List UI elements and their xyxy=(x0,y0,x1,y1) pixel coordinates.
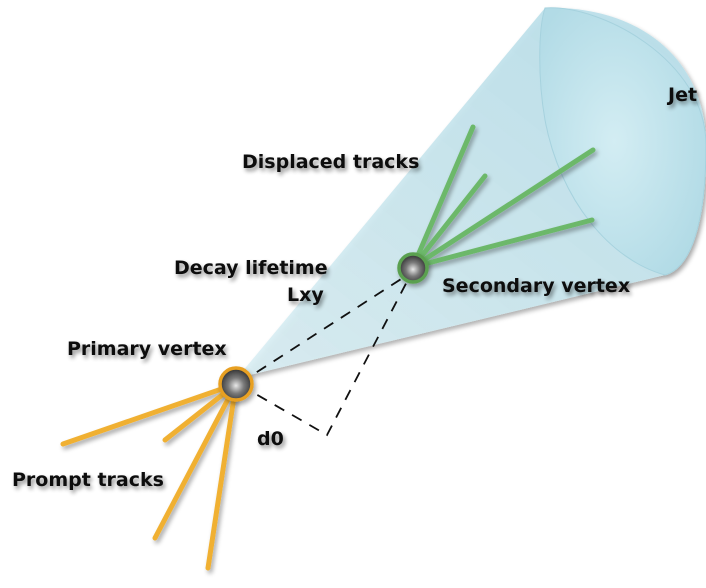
displaced-track xyxy=(410,173,488,270)
d0-label: d0 xyxy=(257,428,284,450)
prompt-tracks-label: Prompt tracks xyxy=(12,469,164,491)
displaced-tracks-label: Displaced tracks xyxy=(242,151,419,173)
primary-vertex-label: Primary vertex xyxy=(67,338,227,360)
displaced-track xyxy=(410,217,595,270)
primary-vertex-ball xyxy=(218,366,254,402)
secondary-vertex-label: Secondary vertex xyxy=(442,275,630,297)
jet-label: Jet xyxy=(666,84,697,106)
prompt-track xyxy=(152,381,239,541)
displaced-track xyxy=(410,147,596,270)
displaced-track xyxy=(410,124,476,270)
prompt-track xyxy=(205,381,239,571)
lxy-label: Lxy xyxy=(287,284,324,306)
jet-cone-cap xyxy=(539,7,706,276)
d0-dashed-line xyxy=(239,271,413,437)
secondary-vertex xyxy=(397,252,429,284)
secondary-vertex-ball xyxy=(397,252,429,284)
decay-lifetime-label: Decay lifetime xyxy=(174,257,328,279)
dashed-lines xyxy=(239,271,413,437)
lxy-dashed-line xyxy=(239,271,413,384)
prompt-tracks xyxy=(60,381,239,571)
primary-vertex xyxy=(218,366,254,402)
displaced-tracks xyxy=(410,124,596,270)
prompt-track xyxy=(60,381,239,447)
